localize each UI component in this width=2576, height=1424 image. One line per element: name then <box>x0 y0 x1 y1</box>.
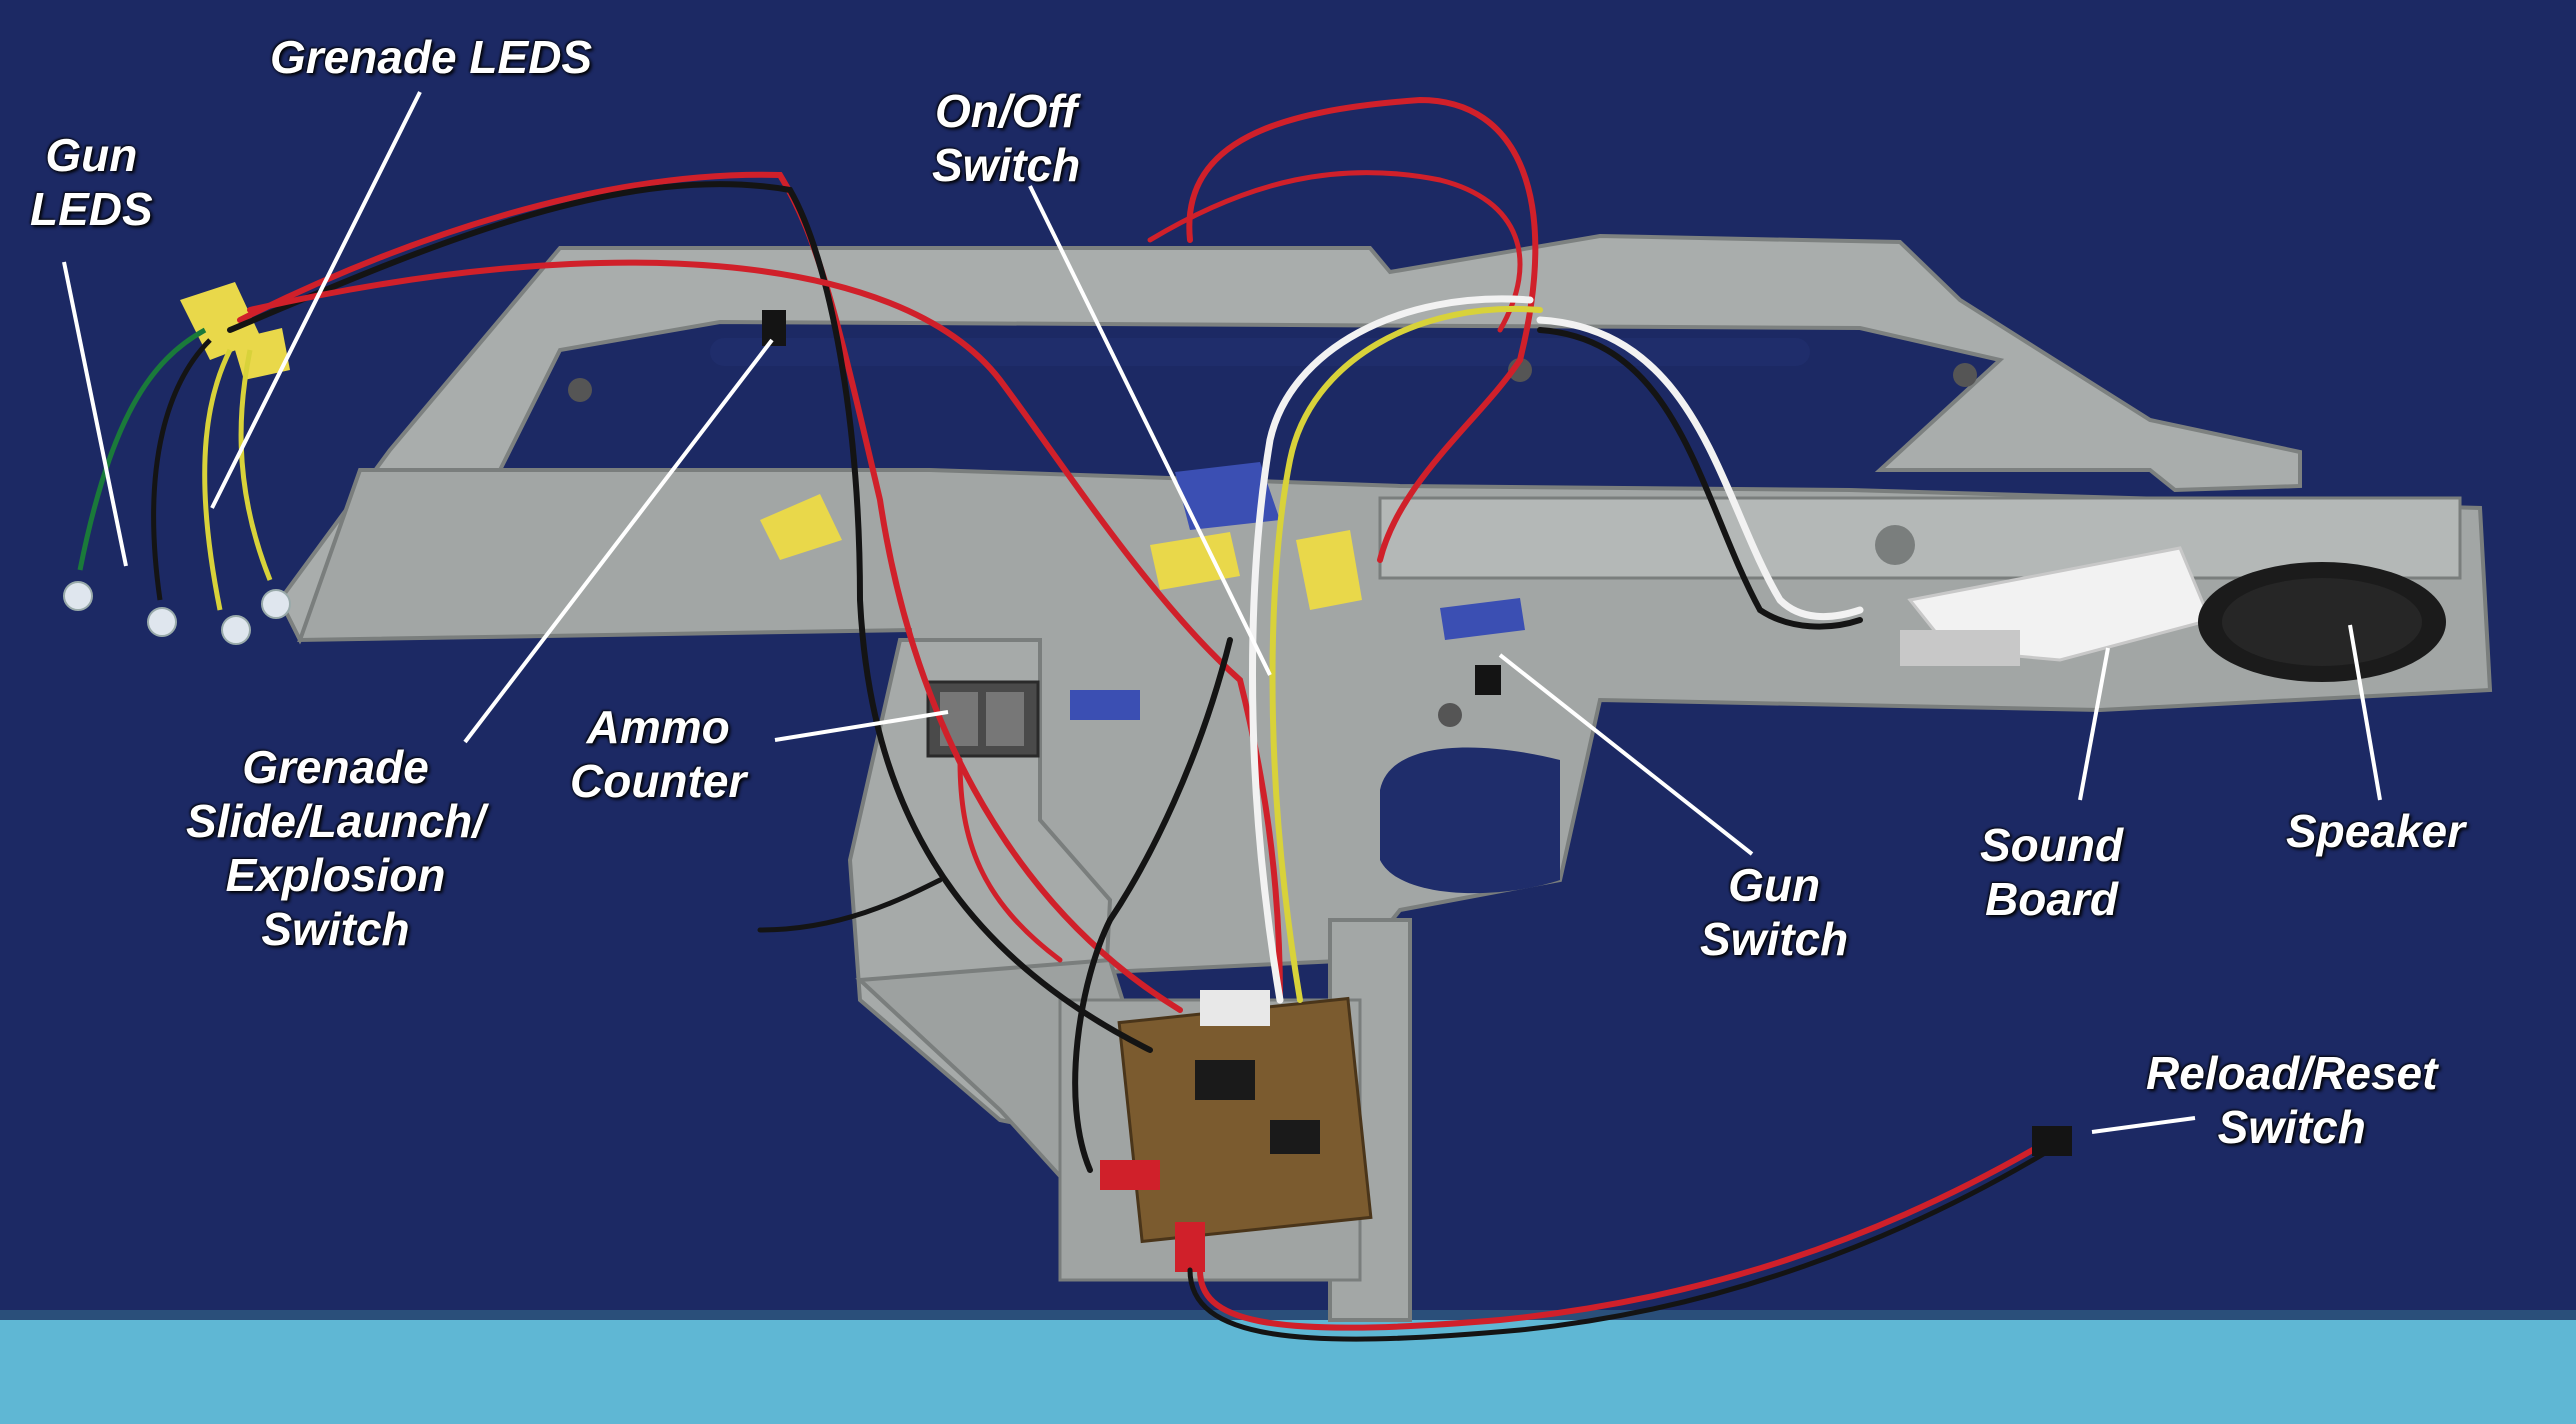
gun-leds-label-line: LEDS <box>30 183 153 235</box>
sound-board-label-line: Board <box>1985 873 2118 925</box>
speaker-label-line: Speaker <box>2286 805 2466 857</box>
grenade-switch-label-line: Slide/Launch/ <box>186 795 486 847</box>
sound-board-label-line: Sound <box>1980 819 2124 871</box>
red-connector <box>1175 1222 1205 1272</box>
screw-hole <box>568 378 592 402</box>
screw-hole <box>1953 363 1977 387</box>
grenade-switch-label-line: Explosion <box>225 849 446 901</box>
gun-leds-label-line: Gun <box>45 129 138 181</box>
red-connector <box>1100 1160 1160 1190</box>
reload-reset-switch-label-line: Reload/Reset <box>2146 1047 2438 1099</box>
on-off-switch-label-line: Switch <box>932 139 1081 191</box>
trigger-guard-hole <box>1380 747 1560 894</box>
gun-switch-label-line: Gun <box>1728 859 1821 911</box>
yellow-tape <box>1150 532 1240 590</box>
reload-switch-part <box>2032 1126 2072 1156</box>
sound-board-label: Sound Board <box>1980 818 2123 926</box>
grenade-leds-label-line: Grenade LEDS <box>270 31 593 83</box>
reload-reset-switch-label-line: Switch <box>2217 1101 2366 1153</box>
blue-tape <box>1070 690 1140 720</box>
gun-leds-label: Gun LEDS <box>30 128 153 236</box>
ammo-counter-segment <box>986 692 1024 746</box>
gun-side-rail <box>1378 496 2462 580</box>
ammo-counter-label-line: Ammo <box>586 701 730 753</box>
speaker-texture <box>2222 578 2422 666</box>
grenade-leds-label: Grenade LEDS <box>270 30 592 84</box>
gun-switch-label: Gun Switch <box>1700 858 1848 966</box>
on-off-switch-label-line: On/Off <box>935 85 1078 137</box>
screw-hole <box>1438 703 1462 727</box>
grenade-switch-label: Grenade Slide/Launch/ Explosion Switch <box>186 740 485 956</box>
gun-switch-label-line: Switch <box>1700 913 1849 965</box>
leader-lines <box>62 91 2382 1134</box>
gun-switch-part <box>1475 665 1501 695</box>
yellow-tape <box>760 494 842 560</box>
grenade-switch-part <box>762 310 786 346</box>
table-edge-shadow <box>0 1310 2576 1320</box>
yellow-tape <box>1296 530 1362 610</box>
on-off-switch-label: On/Off Switch <box>932 84 1080 192</box>
grenade-switch-label-line: Switch <box>261 903 410 955</box>
wire-bundle <box>227 96 2053 1342</box>
reload-reset-switch-label: Reload/Reset Switch <box>2146 1046 2437 1154</box>
speaker-label: Speaker <box>2286 804 2465 858</box>
ammo-counter-label: Ammo Counter <box>570 700 746 808</box>
sound-board-chip <box>1900 630 2020 666</box>
grenade-switch-label-line: Grenade <box>242 741 429 793</box>
circuit-chip <box>1195 1060 1255 1100</box>
blue-tape <box>1175 462 1280 530</box>
ammo-counter-label-line: Counter <box>570 755 747 807</box>
led-bulbs <box>63 581 291 645</box>
screw-hole <box>1875 525 1915 565</box>
circuit-connector <box>1200 990 1270 1026</box>
circuit-chip <box>1270 1120 1320 1154</box>
blue-tape <box>1440 598 1525 640</box>
circuit-board-part <box>1117 996 1373 1244</box>
